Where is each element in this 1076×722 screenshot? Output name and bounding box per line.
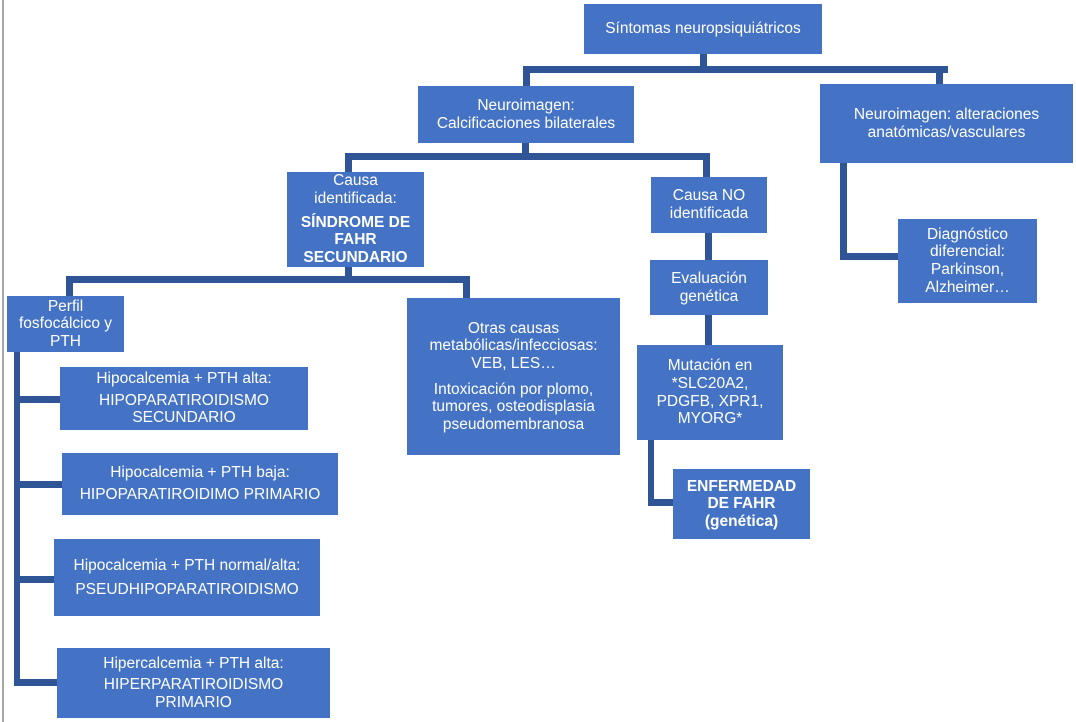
connector-line [66, 276, 470, 283]
node-evaluacion-genetica-text: Evaluación genética [671, 269, 747, 305]
connector-line [345, 153, 352, 173]
connector-line [936, 66, 943, 85]
connector-line [703, 153, 710, 177]
node-evaluacion-genetica: Evaluación genética [650, 260, 768, 315]
connector-line [705, 233, 712, 260]
connector-line [522, 142, 529, 155]
node-hipercalcemia-pth-alta: Hipercalcemia + PTH alta: HIPERPARATIROI… [57, 648, 330, 718]
node-hipercalcemia-pth-alta-label: Hipercalcemia + PTH alta: [103, 654, 284, 672]
node-hipocalcemia-pth-normal-alta: Hipocalcemia + PTH normal/alta: PSEUDHIP… [54, 539, 320, 616]
node-enfermedad-de-fahr: ENFERMEDAD DE FAHR (genética) [673, 469, 810, 539]
node-sindrome-fahr-secundario: SÍNDROME DE FAHR SECUNDARIO [300, 213, 411, 266]
node-otras-causas-text2: Intoxicación por plomo, tumores, osteodi… [432, 380, 595, 433]
node-perfil-fosfocalcico: Perfil fosfocálcico y PTH [7, 296, 124, 352]
node-hipocalcemia-pth-baja-label: Hipocalcemia + PTH baja: [110, 464, 290, 482]
node-causa-no-identificada-text: Causa NO identificada [669, 187, 749, 222]
node-neuroimagen-alteraciones-text: Neuroimagen: alteraciones anatómicas/vas… [853, 105, 1040, 141]
node-sintomas-text: Síntomas neuropsiquiátricos [605, 20, 801, 38]
node-causa-no-identificada: Causa NO identificada [651, 177, 767, 233]
connector-line [840, 253, 898, 260]
connector-line [345, 265, 352, 278]
connector-line [463, 276, 470, 299]
connector-line [17, 679, 57, 686]
connector-line [840, 163, 847, 260]
connector-line [648, 440, 654, 506]
connector-line [17, 576, 54, 583]
node-otras-causas: Otras causas metabólicas/infecciosas: VE… [407, 298, 620, 455]
node-neuroimagen-calcificaciones: Neuroimagen: Calcificaciones bilaterales [418, 86, 634, 143]
node-otras-causas-text1: Otras causas metabólicas/infecciosas: VE… [429, 319, 598, 372]
node-hipoparatiroidimo-primario: HIPOPARATIROIDIMO PRIMARIO [79, 486, 321, 503]
connector-line [17, 396, 60, 403]
node-hipocalcemia-pth-baja: Hipocalcemia + PTH baja: HIPOPARATIROIDI… [62, 453, 338, 515]
node-diagnostico-diferencial-text: Diagnóstico diferencial: Parkinson, Alzh… [925, 225, 1010, 296]
node-diagnostico-diferencial: Diagnóstico diferencial: Parkinson, Alzh… [898, 219, 1037, 303]
connector-line [648, 499, 673, 506]
node-causa-identificada-label: Causa identificada: [314, 172, 397, 208]
node-mutacion-genes: Mutación en *SLC20A2, PDGFB, XPR1, MYORG… [637, 345, 783, 440]
connector-line [66, 276, 73, 297]
node-perfil-fosfocalcico-text: Perfil fosfocálcico y PTH [18, 297, 113, 350]
connector-line [345, 153, 710, 160]
node-hiperparatiroidismo-primario: HIPERPARATIROIDISMO PRIMARIO [103, 676, 284, 711]
node-hipocalcemia-pth-alta: Hipocalcemia + PTH alta: HIPOPARATIROIDI… [60, 367, 308, 430]
node-mutacion-genes-text: Mutación en *SLC20A2, PDGFB, XPR1, MYORG… [656, 357, 764, 428]
node-neuroimagen-calcificaciones-text: Neuroimagen: Calcificaciones bilaterales [436, 96, 616, 132]
connector-line [523, 66, 948, 73]
node-pseudhipoparatiroidismo: PSEUDHIPOPARATIROIDISMO [75, 580, 299, 598]
connector-line [17, 481, 62, 488]
node-hipoparatiroidismo-secundario: HIPOPARATIROIDISMO SECUNDARIO [99, 391, 269, 427]
node-neuroimagen-alteraciones: Neuroimagen: alteraciones anatómicas/vas… [820, 84, 1073, 163]
connector-line [700, 52, 707, 68]
node-sintomas-neuropsiquiatricos: Síntomas neuropsiquiátricos [584, 4, 822, 54]
node-enfermedad-de-fahr-text: ENFERMEDAD DE FAHR (genética) [686, 477, 797, 530]
connector-line [705, 315, 712, 345]
connector-line [14, 352, 20, 686]
left-frame-line [2, 0, 4, 722]
node-hipocalcemia-pth-alta-label: Hipocalcemia + PTH alta: [96, 370, 272, 388]
node-causa-identificada: Causa identificada: SÍNDROME DE FAHR SEC… [287, 172, 424, 267]
node-hipocalcemia-pth-normal-alta-label: Hipocalcemia + PTH normal/alta: [73, 556, 301, 574]
connector-line [523, 66, 530, 87]
